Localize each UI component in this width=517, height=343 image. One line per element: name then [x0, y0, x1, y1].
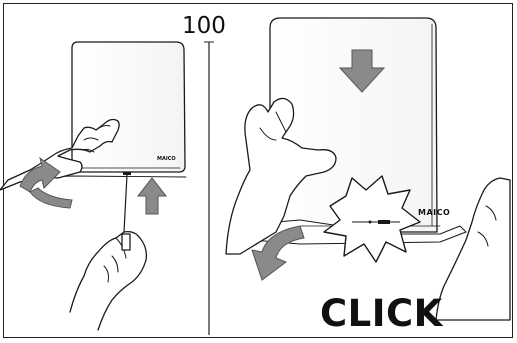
left-panel — [0, 41, 187, 331]
left-curved-arrow — [19, 156, 61, 193]
right-right-hand — [435, 177, 511, 321]
left-up-arrow — [136, 177, 168, 215]
left-cover-plate — [71, 41, 186, 173]
right-left-hand — [225, 97, 337, 255]
click-label: CLICK — [320, 292, 443, 335]
right-down-arrow — [338, 49, 386, 93]
right-curved-arrow — [251, 225, 305, 281]
dimension-label: 100 — [182, 13, 226, 39]
right-cover-plate — [269, 17, 438, 233]
click-starburst — [323, 175, 421, 263]
screwdriver — [123, 174, 128, 233]
right-brand-logo: MAICO — [418, 208, 451, 217]
diagram-frame — [3, 3, 513, 338]
right-panel — [225, 17, 511, 321]
left-brand-logo: MAICO — [157, 156, 176, 162]
